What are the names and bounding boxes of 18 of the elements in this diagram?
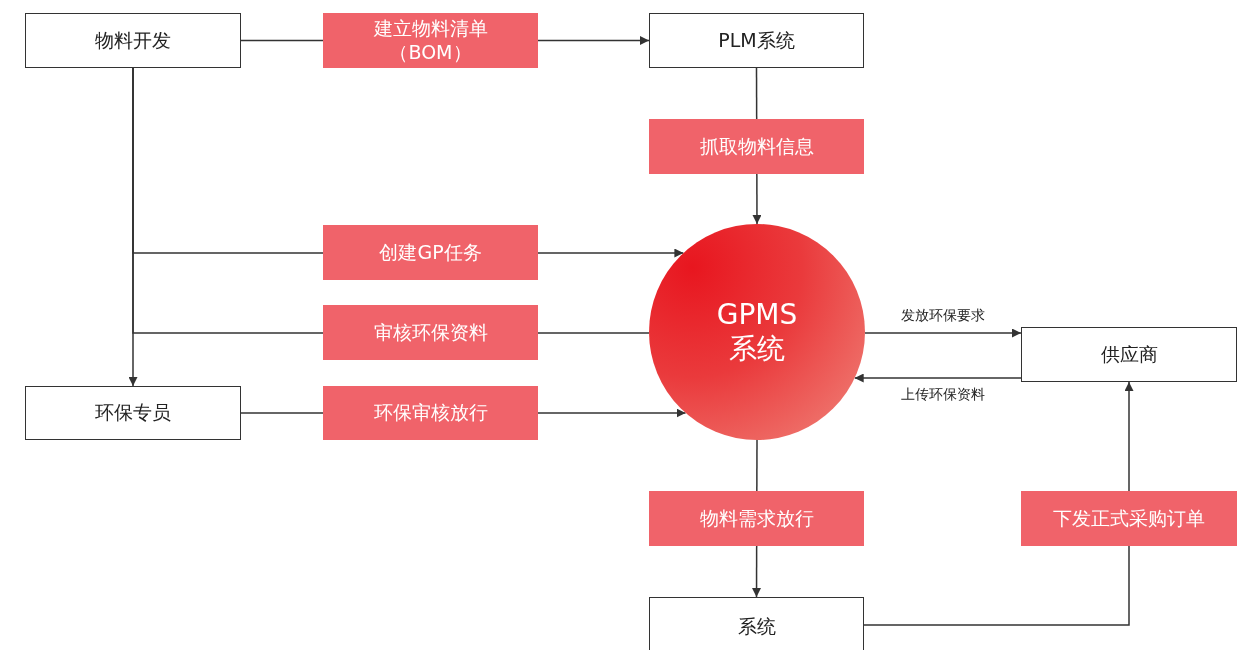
edge-label: 物料需求放行: [649, 491, 864, 546]
process-box: 环保专员: [25, 386, 241, 440]
edge-label: 创建GP任务: [323, 225, 538, 280]
edge-label: 上传环保资料: [901, 386, 985, 404]
process-box: 供应商: [1021, 327, 1237, 382]
edge-label: 发放环保要求: [901, 307, 985, 325]
arrow: [864, 328, 1022, 338]
edge-label: 下发正式采购订单: [1021, 491, 1237, 546]
process-box: 系统: [649, 597, 864, 650]
edge-label: 环保审核放行: [323, 386, 538, 440]
edge-label: 抓取物料信息: [649, 119, 864, 174]
arrow: [863, 381, 1134, 626]
edge-label: 审核环保资料: [323, 305, 538, 360]
arrow: [853, 373, 1022, 383]
process-box: 物料开发: [25, 13, 241, 68]
circle-label: GPMS系统: [715, 298, 799, 366]
process-box: PLM系统: [649, 13, 864, 68]
edge-label: 建立物料清单（BOM）: [323, 13, 538, 68]
